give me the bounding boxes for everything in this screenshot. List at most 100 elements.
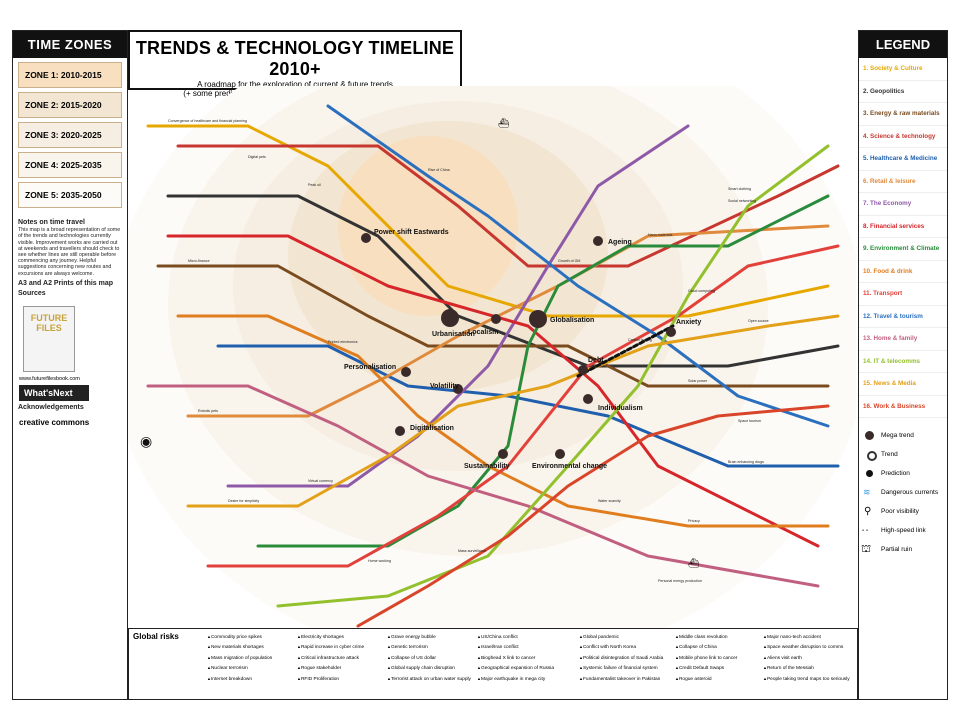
- station-label: Robotic pets: [198, 409, 218, 413]
- hub-label-ageing: Ageing: [608, 239, 632, 246]
- hub-label-globalisation: Globalisation: [550, 317, 594, 324]
- ack-title: Acknowledgements: [18, 404, 84, 412]
- risk-item: Major nano-tech accident: [763, 632, 855, 642]
- risk-item: Collapse of China: [675, 642, 763, 652]
- station-label: Water scarcity: [598, 499, 621, 503]
- hub-anxiety[interactable]: [666, 327, 676, 337]
- station-label: Personal energy production: [658, 579, 702, 583]
- zone-4: ZONE 4: 2025-2035: [18, 152, 122, 178]
- legend-title: LEGEND: [859, 31, 947, 58]
- hub-urbanisation[interactable]: [441, 309, 459, 327]
- hub-individualism[interactable]: [583, 394, 593, 404]
- zone-1: ZONE 1: 2010-2015: [18, 62, 122, 88]
- hub-power-shift[interactable]: [361, 233, 371, 243]
- station-label: Virtual currency: [308, 479, 333, 483]
- risk-column-2: Electricity shortages Rapid increase in …: [297, 632, 385, 684]
- line-news-media: [186, 314, 840, 508]
- hub-markers: Power shift Eastwards Urbanisation Local…: [344, 229, 701, 470]
- hub-label-power-shift: Power shift Eastwards: [374, 229, 449, 236]
- station-label: Mass surveillance: [458, 549, 487, 553]
- book-cover: FUTURE FILES: [23, 306, 75, 373]
- hub-volatility[interactable]: [453, 384, 463, 394]
- subtitle-1: A roadmap for the exploration of current…: [197, 80, 393, 89]
- legend-line-2: 2. Geopolitics: [859, 81, 947, 103]
- legend-line-4: 4. Science & technology: [859, 126, 947, 148]
- waves-icon: ≋: [863, 487, 871, 497]
- line-retail: [186, 224, 830, 418]
- hub-localism[interactable]: [491, 314, 501, 324]
- hub-label-personalisation: Personalisation: [344, 364, 396, 371]
- time-zones-title: TIME ZONES: [13, 31, 127, 58]
- legend-line-16: 16. Work & Business: [859, 396, 947, 418]
- risk-item: New materials shortages: [207, 642, 295, 652]
- creative-commons-logo: creative commons: [19, 418, 90, 428]
- hub-label-volatility: Volatility: [430, 383, 459, 390]
- risk-item: Israel/Iran conflict: [477, 642, 565, 652]
- hub-label-individualism: Individualism: [598, 405, 643, 412]
- station-label: Convergence of healthcare and financial …: [168, 119, 247, 123]
- hub-digitalisation[interactable]: [395, 426, 405, 436]
- line-work-business: [356, 404, 830, 628]
- legend-symbol-prediction: Prediction: [859, 464, 947, 483]
- website-link[interactable]: www.futurefilesbook.com: [19, 376, 80, 383]
- legend-line-12: 12. Travel & tourism: [859, 306, 947, 328]
- legend-symbol-trend: Trend: [859, 445, 947, 464]
- station-label: Nano-materials: [648, 233, 673, 237]
- risk-item: Grave energy bubble: [387, 632, 475, 642]
- station-label: Space tourism: [738, 419, 761, 423]
- station-label: Cloud computing: [688, 289, 715, 293]
- a3-title: A3 and A2 Prints of this map: [18, 279, 114, 287]
- risk-item: Space weather disruption to comms: [763, 642, 855, 652]
- station-label: Micro-finance: [188, 259, 210, 263]
- line-transport: [206, 244, 840, 568]
- risk-column-7: Major nano-tech accident Space weather d…: [763, 632, 855, 684]
- legend-panel: LEGEND 1. Society & Culture 2. Geopoliti…: [858, 30, 948, 700]
- line-it-telecomms: [276, 144, 830, 608]
- global-risks-box: Global risks Commodity price spikes New …: [128, 628, 858, 700]
- risk-column-6: Middle class revolution Collapse of Chin…: [675, 632, 763, 684]
- station-label: Growth of GM: [558, 259, 580, 263]
- hub-personalisation[interactable]: [401, 367, 411, 377]
- station-labels: Convergence of healthcare and financial …: [168, 119, 769, 583]
- station-label: Open source: [748, 319, 769, 323]
- hub-label-localism: Localism: [468, 329, 498, 336]
- hub-sustainability[interactable]: [498, 449, 508, 459]
- risk-item: Fundamentalist takeover in Pakistan: [579, 674, 667, 684]
- line-society-culture: [146, 124, 830, 318]
- boat-icon: ⛴: [688, 558, 700, 568]
- line-energy: [156, 264, 830, 388]
- risk-item: Return of the Messiah: [763, 663, 855, 673]
- risk-item: Genetic terrorism: [387, 642, 475, 652]
- hub-environmental-change[interactable]: [555, 449, 565, 459]
- title-box: TRENDS & TECHNOLOGY TIMELINE 2010+ A roa…: [128, 30, 462, 98]
- line-travel: [326, 104, 830, 428]
- legend-line-9: 9. Environment & Climate: [859, 238, 947, 261]
- hub-ageing[interactable]: [593, 236, 603, 246]
- zone-1-area: [338, 136, 518, 316]
- notes-title: Notes on time travel: [18, 219, 85, 226]
- risk-item: Credit Default Swaps: [675, 663, 763, 673]
- legend-symbol-poor-visibility: ⚲Poor visibility: [859, 502, 947, 521]
- station-label: Social networking: [728, 199, 756, 203]
- risk-item: Mobile phone link to cancer: [675, 653, 763, 663]
- legend-symbol-dangerous-currents: ≋Dangerous currents: [859, 483, 947, 502]
- risk-item: Systemic failure of financial system: [579, 663, 667, 673]
- tube-map: Power shift Eastwards Urbanisation Local…: [108, 6, 868, 666]
- hub-globalisation[interactable]: [529, 310, 547, 328]
- legend-line-8: 8. Financial services: [859, 216, 947, 238]
- risk-item: Nuclear terrorism: [207, 663, 295, 673]
- hub-label-urbanisation: Urbanisation: [432, 331, 475, 338]
- hub-debt[interactable]: [578, 365, 588, 375]
- station-label: Smart clothing: [728, 187, 751, 191]
- legend-symbol-mega-trend: Mega trend: [859, 426, 947, 445]
- risk-item: US/China conflict: [477, 632, 565, 642]
- risk-item: Aliens visit earth: [763, 653, 855, 663]
- prediction-icon: [866, 470, 873, 477]
- risk-column-1: Commodity price spikes New materials sho…: [207, 632, 295, 684]
- global-risks-title: Global risks: [133, 632, 179, 641]
- risk-column-3: Grave energy bubble Genetic terrorism Co…: [387, 632, 475, 684]
- legend-line-15: 15. News & Media: [859, 373, 947, 396]
- legend-line-1: 1. Society & Culture: [859, 58, 947, 81]
- station-label: Solar power: [688, 379, 708, 383]
- legend-line-5: 5. Healthcare & Medicine: [859, 148, 947, 171]
